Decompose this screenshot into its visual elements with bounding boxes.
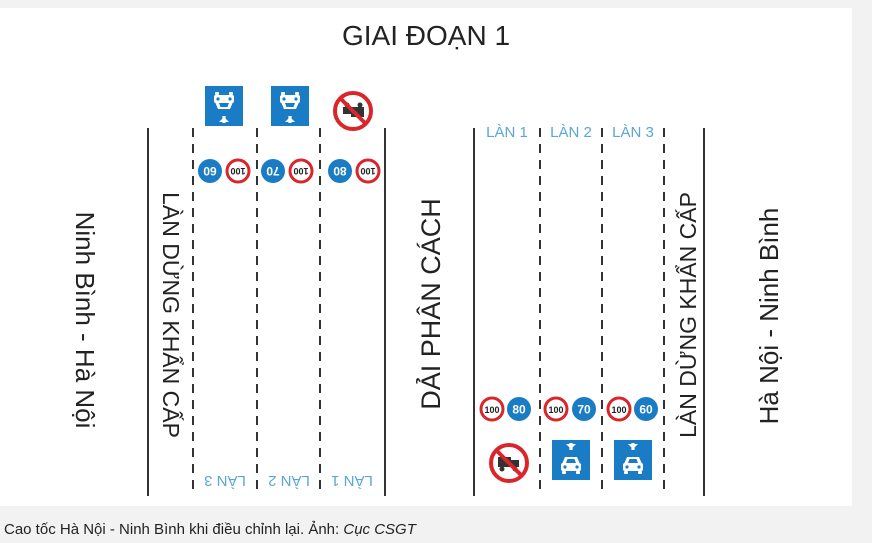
min-speed-value: 80 [512,403,526,417]
min-speed-value: 60 [639,403,653,417]
car-lane-sign-icon [552,440,590,480]
min-speed-value: 60 [203,164,217,178]
left-lane-label: LÀN 1 [331,472,373,489]
right-speed-sign-pair: 100 60 [606,396,658,422]
min-speed-value: 80 [333,164,347,178]
max-speed-value: 100 [230,166,245,176]
max-speed-value: 100 [293,166,308,176]
caption-text: Cao tốc Hà Nội - Ninh Bình khi điều chỉn… [4,521,344,538]
car-lane-sign-icon [614,440,652,480]
diagram-canvas: GIAI ĐOẠN 1 Ninh Bình - Hà Nội Hà Nội - … [0,8,852,506]
no-trucks-sign-icon [333,91,373,131]
left-speed-sign-pair: 70 100 [261,158,314,184]
left-shoulder-label: LÀN DỪNG KHẨN CẤP [158,192,185,438]
diagram-title: GIAI ĐOẠN 1 [342,20,510,51]
left-direction-label: Ninh Bình - Hà Nội [70,212,100,429]
right-lane-label: LÀN 1 [486,124,528,141]
car-lane-sign-icon [271,86,309,126]
median-label: DẢI PHÂN CÁCH [414,198,446,410]
no-trucks-sign-icon [489,443,529,483]
car-lane-sign-icon [205,86,243,126]
image-caption: Cao tốc Hà Nội - Ninh Bình khi điều chỉn… [4,521,416,538]
max-speed-value: 100 [360,166,375,176]
right-direction-label: Hà Nội - Ninh Bình [754,208,784,425]
min-speed-value: 70 [577,403,591,417]
max-speed-value: 100 [548,405,563,415]
left-speed-sign-pair: 60 100 [198,158,251,184]
left-lane-label: LÀN 3 [204,472,246,489]
left-lane-label: LÀN 2 [268,472,310,489]
caption-source: Cục CSGT [343,521,416,538]
max-speed-value: 100 [484,405,499,415]
max-speed-value: 100 [611,405,626,415]
highway-diagram: GIAI ĐOẠN 1 Ninh Bình - Hà Nội Hà Nội - … [70,20,784,496]
right-lane-label: LÀN 2 [550,124,592,141]
right-lane-label: LÀN 3 [612,124,654,141]
left-speed-sign-pair: 80 100 [328,158,381,184]
right-speed-sign-pair: 100 70 [543,396,596,422]
right-speed-sign-pair: 100 80 [479,396,531,422]
min-speed-value: 70 [266,164,280,178]
right-shoulder-label: LÀN DỪNG KHẨN CẤP [674,192,701,438]
